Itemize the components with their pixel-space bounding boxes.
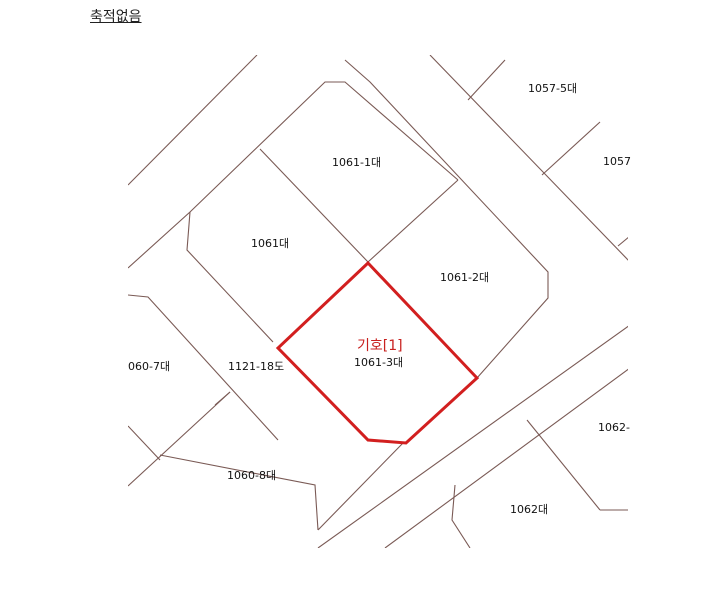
parcel-line — [259, 148, 369, 263]
highlight-symbol-label: 기호[1] — [357, 338, 403, 354]
parcel-line — [128, 55, 258, 186]
parcel-line — [541, 121, 601, 176]
parcel-line — [467, 59, 506, 101]
parcel-line — [526, 419, 601, 511]
parcel-line — [214, 391, 231, 406]
parcel-line — [159, 454, 319, 531]
parcel-line — [317, 442, 404, 531]
lot-label-1060-7: 060-7대 — [128, 360, 170, 373]
parcel-line — [429, 55, 628, 261]
parcel-line — [384, 368, 628, 548]
parcel-line — [128, 294, 279, 441]
parcel-line — [128, 425, 161, 461]
lot-label-1061-1: 1061-1대 — [332, 156, 381, 169]
lot-label-1057-5: 1057-5대 — [528, 82, 577, 95]
parcel-line — [186, 211, 274, 343]
parcel-boundaries — [128, 55, 628, 548]
parcel-line — [128, 391, 231, 487]
lot-label-1061-2: 1061-2대 — [440, 271, 489, 284]
highlighted-parcel[interactable] — [275, 260, 480, 445]
parcel-line — [317, 325, 628, 548]
lot-label-1057: 1057 — [603, 155, 631, 168]
highlight-lot-label: 1061-3대 — [354, 356, 403, 369]
parcel-line — [451, 484, 471, 548]
lot-label-1121-18: 1121-18도 — [228, 360, 284, 373]
lot-label-1060-8: 1060-8대 — [227, 469, 276, 482]
parcel-line — [128, 81, 459, 269]
parcel-line — [344, 59, 549, 379]
lot-label-1062-right: 1062- — [598, 421, 630, 434]
parcel-line — [367, 179, 459, 263]
lot-label-1061: 1061대 — [251, 237, 289, 250]
lot-label-1062: 1062대 — [510, 503, 548, 516]
scale-note: 축적없음 — [90, 9, 142, 25]
parcel-line — [617, 236, 628, 247]
